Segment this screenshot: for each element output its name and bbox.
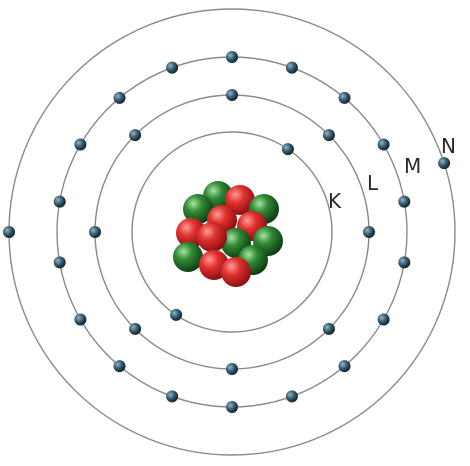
electron-l [89,226,101,238]
shell-label-l: L [367,171,379,195]
electron-m [113,91,126,104]
electron-l [226,89,238,101]
shell-label-k: K [328,189,342,213]
electron-l [363,226,375,238]
electrons [3,51,451,413]
electron-m [53,195,66,208]
orbit-k [131,131,333,333]
electron-m [166,390,179,403]
electron-m [377,313,390,326]
electron-m [74,313,87,326]
proton [221,257,251,287]
electron-m [338,360,351,373]
electron-m [74,138,87,151]
neutron [183,194,213,224]
electron-m [377,138,390,151]
nucleus [173,181,283,287]
electron-l [129,322,142,335]
electron-l [322,322,335,335]
electron-m [166,61,179,74]
electron-n [3,226,15,238]
electron-m [113,360,126,373]
proton [225,185,255,215]
electron-k [281,143,294,156]
electron-m [338,91,351,104]
electron-l [322,129,335,142]
electron-m [398,256,411,269]
electron-k [170,308,183,321]
electron-m [285,61,298,74]
electron-m [226,401,238,413]
neutron [173,242,203,272]
proton [197,222,227,252]
shell-labels: K L M N [328,134,456,213]
electron-n [438,157,451,170]
electron-l [129,129,142,142]
electron-m [398,195,411,208]
electron-l [226,363,238,375]
electron-m [226,51,238,63]
shell-label-n: N [441,134,456,158]
shell-label-m: M [404,154,421,178]
electron-m [285,390,298,403]
electron-m [53,256,66,269]
